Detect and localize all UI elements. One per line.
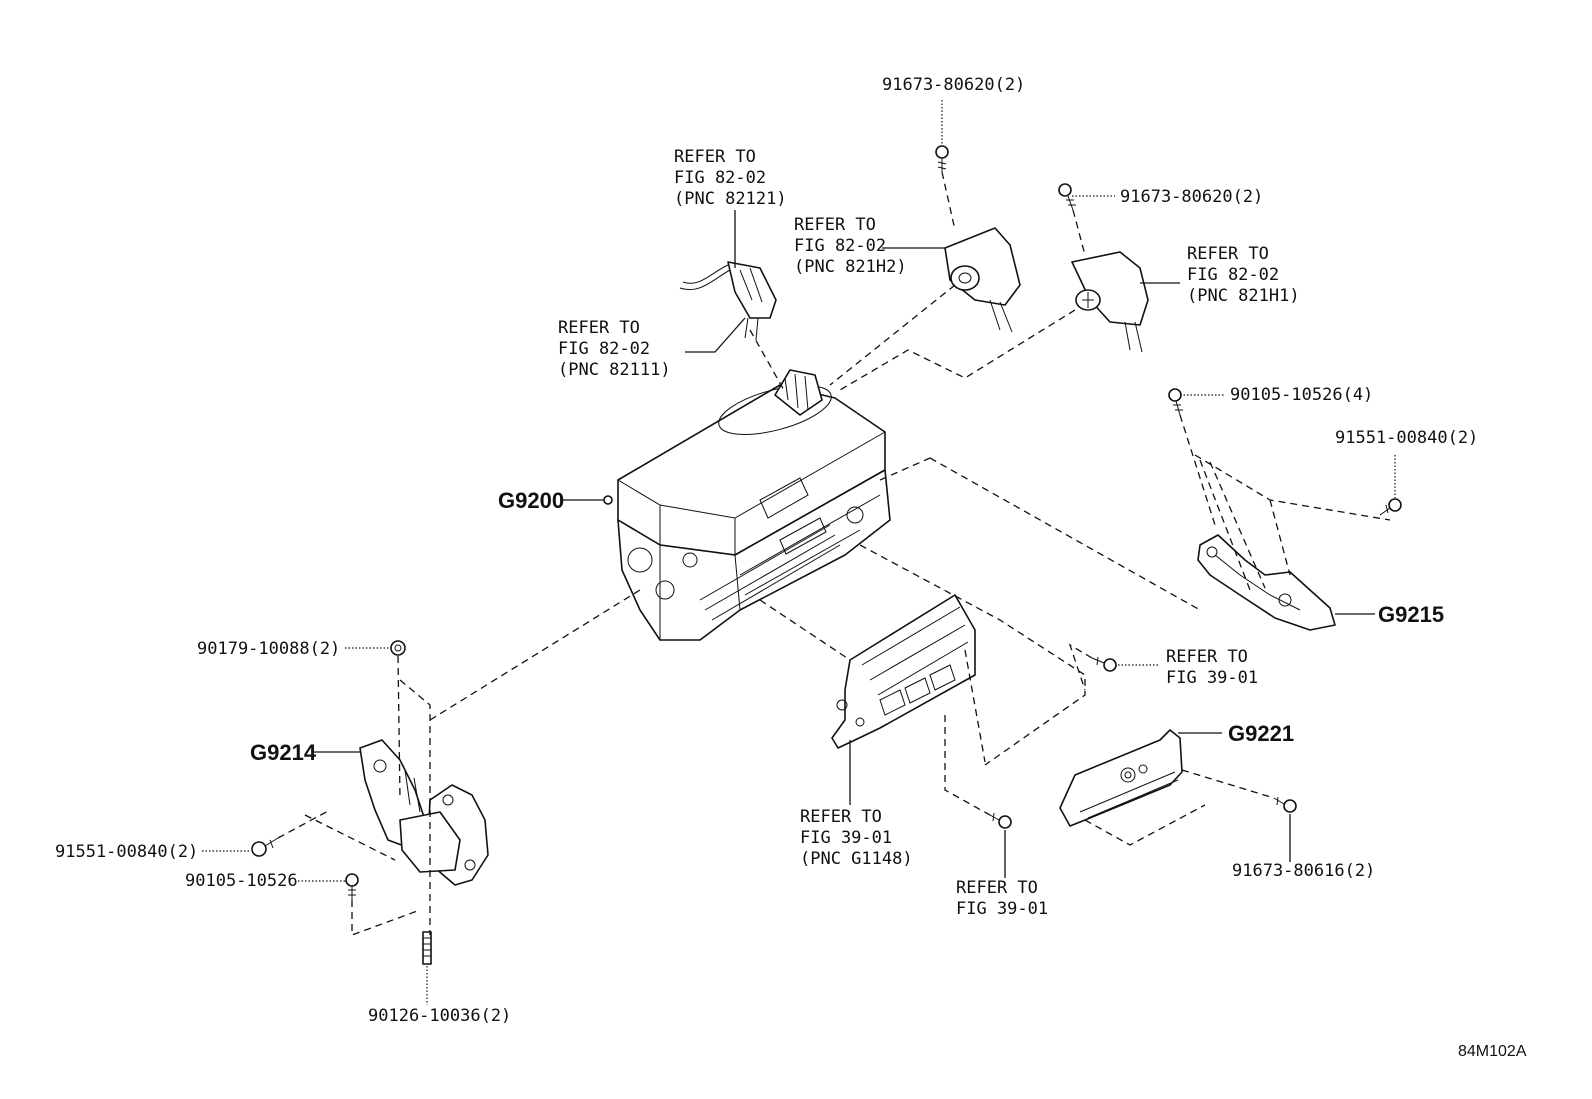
labels: G9200 G9215 G9214 G9221 91673-80620(2) 9… bbox=[55, 75, 1527, 1060]
ref-connector-821h1[interactable]: REFER TO FIG 82-02 (PNC 821H1) bbox=[1187, 244, 1300, 306]
ref-fig-39-bottom[interactable]: REFER TO FIG 39-01 bbox=[956, 878, 1048, 919]
bolt-fig39-bottom[interactable] bbox=[989, 812, 1012, 829]
leader-lines bbox=[202, 100, 1396, 1005]
svg-text:REFER TO: REFER TO bbox=[956, 878, 1038, 898]
svg-text:REFER TO: REFER TO bbox=[1187, 244, 1269, 264]
bolt-91551-00840-left[interactable] bbox=[251, 837, 279, 857]
nut-90179-10088[interactable] bbox=[390, 640, 406, 656]
svg-text:REFER TO: REFER TO bbox=[1166, 647, 1248, 667]
ref-fig-39-g1148[interactable]: REFER TO FIG 39-01 (PNC G1148) bbox=[800, 807, 913, 869]
connector-821h1[interactable] bbox=[1071, 251, 1149, 353]
part-code-g9215[interactable]: G9215 bbox=[1378, 602, 1444, 627]
stud-90126-10036[interactable] bbox=[422, 931, 432, 965]
part-code-g9200[interactable]: G9200 bbox=[498, 488, 564, 513]
bracket-g9215[interactable] bbox=[1197, 534, 1336, 631]
svg-text:(PNC 821H2): (PNC 821H2) bbox=[794, 257, 907, 277]
svg-text:(PNC 82111): (PNC 82111) bbox=[558, 360, 671, 380]
part-number-91551-00840-right[interactable]: 91551-00840(2) bbox=[1335, 428, 1478, 448]
svg-text:FIG 82-02: FIG 82-02 bbox=[794, 236, 886, 256]
part-code-g9214[interactable]: G9214 bbox=[250, 740, 317, 765]
cover-g9221[interactable] bbox=[1059, 729, 1183, 827]
assembly-lines bbox=[277, 171, 1391, 936]
svg-text:FIG 39-01: FIG 39-01 bbox=[800, 828, 892, 848]
svg-text:REFER TO: REFER TO bbox=[558, 318, 640, 338]
bolt-91673-80620-right[interactable] bbox=[1058, 183, 1076, 211]
connector-821h2[interactable] bbox=[944, 227, 1021, 333]
part-number-91673-80620-top[interactable]: 91673-80620(2) bbox=[882, 75, 1025, 95]
svg-text:(PNC 821H1): (PNC 821H1) bbox=[1187, 286, 1300, 306]
bolt-90105-10526-left[interactable] bbox=[345, 873, 359, 900]
part-code-g9221[interactable]: G9221 bbox=[1228, 721, 1294, 746]
inverter-assembly[interactable] bbox=[617, 369, 891, 641]
svg-text:(PNC G1148): (PNC G1148) bbox=[800, 849, 913, 869]
part-number-91551-00840-left[interactable]: 91551-00840(2) bbox=[55, 842, 198, 862]
diagram-id: 84M102A bbox=[1458, 1043, 1527, 1060]
svg-text:FIG 39-01: FIG 39-01 bbox=[1166, 668, 1258, 688]
ref-connector-821h2[interactable]: REFER TO FIG 82-02 (PNC 821H2) bbox=[794, 215, 907, 277]
part-number-91673-80616[interactable]: 91673-80616(2) bbox=[1232, 861, 1375, 881]
svg-text:REFER TO: REFER TO bbox=[674, 147, 756, 167]
svg-text:FIG 82-02: FIG 82-02 bbox=[674, 168, 766, 188]
svg-text:FIG 82-02: FIG 82-02 bbox=[558, 339, 650, 359]
bolt-91551-00840-right[interactable] bbox=[1379, 498, 1402, 516]
fasteners bbox=[251, 145, 1402, 965]
bolt-91673-80620-top[interactable] bbox=[935, 145, 949, 172]
ref-connector-82111[interactable]: REFER TO FIG 82-02 (PNC 82111) bbox=[558, 318, 671, 380]
ref-connector-82121[interactable]: REFER TO FIG 82-02 (PNC 82121) bbox=[674, 147, 787, 209]
part-number-90105-10526-left[interactable]: 90105-10526 bbox=[185, 871, 298, 891]
part-number-90105-10526-4[interactable]: 90105-10526(4) bbox=[1230, 385, 1373, 405]
svg-text:REFER TO: REFER TO bbox=[794, 215, 876, 235]
part-number-90179-10088[interactable]: 90179-10088(2) bbox=[197, 639, 340, 659]
part-number-91673-80620-right[interactable]: 91673-80620(2) bbox=[1120, 187, 1263, 207]
cable-connector-82121[interactable] bbox=[679, 261, 777, 341]
svg-text:FIG 39-01: FIG 39-01 bbox=[956, 899, 1048, 919]
bolt-90105-10526-right[interactable] bbox=[1168, 388, 1183, 416]
svg-text:(PNC 82121): (PNC 82121) bbox=[674, 189, 787, 209]
part-number-90126-10036[interactable]: 90126-10036(2) bbox=[368, 1006, 511, 1026]
bracket-g9214[interactable] bbox=[359, 739, 489, 886]
bolt-91673-80616[interactable] bbox=[1273, 796, 1297, 813]
svg-text:REFER TO: REFER TO bbox=[800, 807, 882, 827]
control-board-g1148[interactable] bbox=[831, 594, 976, 749]
svg-text:FIG 82-02: FIG 82-02 bbox=[1187, 265, 1279, 285]
ref-fig-39-right[interactable]: REFER TO FIG 39-01 bbox=[1166, 647, 1258, 688]
bolt-fig39-right[interactable] bbox=[1091, 656, 1117, 672]
